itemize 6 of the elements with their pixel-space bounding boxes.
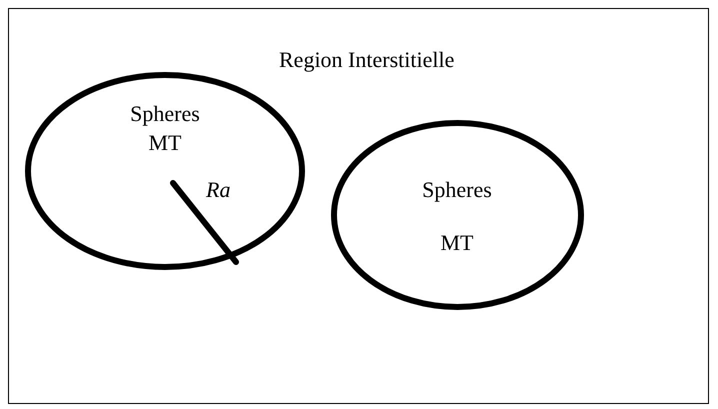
region-label: Region Interstitielle (279, 46, 454, 74)
sphere-ellipse (25, 72, 305, 270)
radius-label: Ra (206, 176, 230, 204)
sphere-ellipse (331, 120, 584, 310)
sphere-label: Spheres MT (421, 176, 493, 257)
sphere-label: Spheres MT (129, 100, 201, 157)
